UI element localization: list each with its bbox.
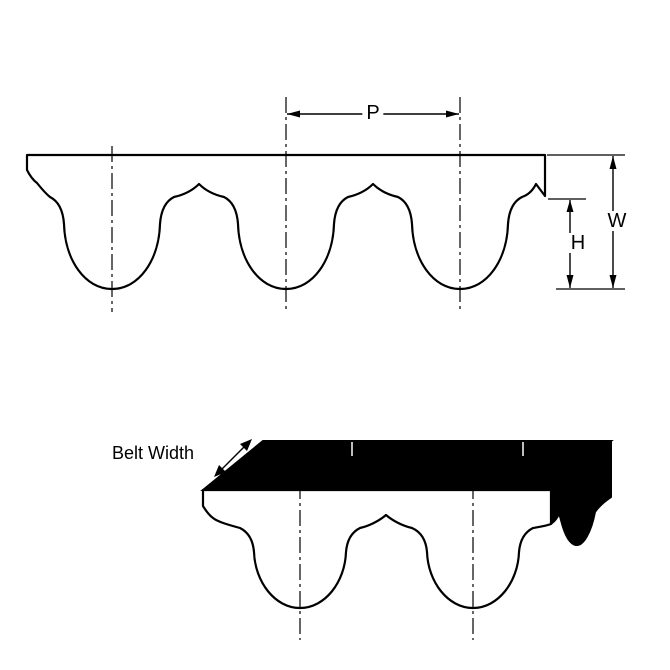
pitch-label: P <box>362 103 384 123</box>
extension-lines <box>547 154 625 290</box>
arrowhead-w-bottom <box>609 275 617 288</box>
arrowhead-w-top <box>609 156 617 169</box>
arrowhead-p-right <box>446 110 459 118</box>
arrowhead-p-left <box>287 110 300 118</box>
width-label: W <box>603 211 631 231</box>
belt-top-face <box>200 440 614 491</box>
arrowhead-h-bottom <box>566 275 574 288</box>
belt-width-label: Belt Width <box>111 443 195 463</box>
belt-width-arrowhead-lower <box>214 465 226 477</box>
belt-width-arrow <box>214 439 252 477</box>
tooth-centerlines-top-view <box>111 97 461 312</box>
tooth-centerlines-3d-view <box>299 483 474 640</box>
belt-front-profile <box>201 488 553 610</box>
belt-3d-view <box>200 439 614 640</box>
belt-end-face <box>550 440 612 546</box>
height-label: H <box>566 233 590 253</box>
arrowhead-h-top <box>566 200 574 212</box>
top-face-ticks <box>351 442 524 456</box>
belt-cross-section-view <box>25 97 625 312</box>
belt-width-arrowhead-upper <box>240 439 252 451</box>
